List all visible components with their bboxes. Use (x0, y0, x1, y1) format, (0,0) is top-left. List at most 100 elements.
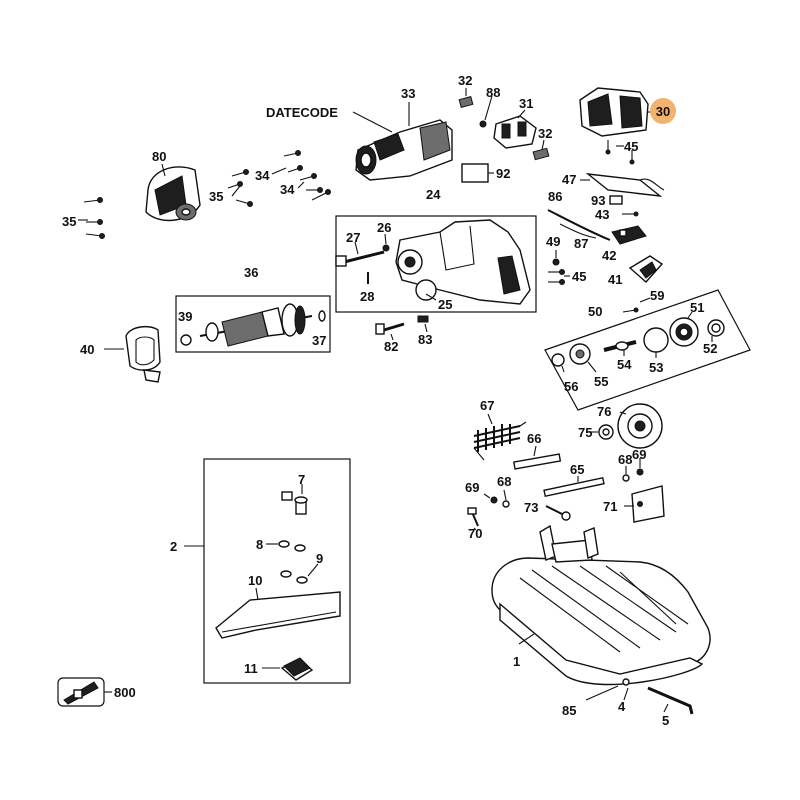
callout-87: 87 (574, 236, 588, 251)
callout-69b: 69 (632, 447, 646, 462)
callout-68b: 68 (618, 452, 632, 467)
label-part-92 (461, 163, 489, 183)
callout-92: 92 (496, 166, 510, 181)
callout-53: 53 (649, 360, 663, 375)
callout-82: 82 (384, 339, 398, 354)
datecode-label: DATECODE (266, 105, 338, 120)
callout-75: 75 (578, 425, 592, 440)
flange-part-76 (617, 403, 663, 449)
callout-93: 93 (591, 193, 605, 208)
callout-33: 33 (401, 86, 415, 101)
rod-part-65 (543, 476, 605, 498)
callout-69a: 69 (465, 480, 479, 495)
callout-26: 26 (377, 220, 391, 235)
callout-73: 73 (524, 500, 538, 515)
callout-37: 37 (312, 333, 326, 348)
gear-housing-part (355, 119, 453, 181)
callout-39: 39 (178, 309, 192, 324)
callout-2: 2 (170, 539, 177, 554)
callout-32b: 32 (538, 126, 552, 141)
group-box-50 (544, 289, 751, 411)
switch-plate-part-47 (585, 173, 663, 197)
spindle-parts (551, 317, 725, 367)
callout-30: 30 (656, 104, 670, 119)
callout-35a: 35 (209, 189, 223, 204)
callout-65: 65 (570, 462, 584, 477)
fence-bracket-part (539, 524, 599, 563)
washer-part-75 (598, 424, 614, 440)
brush-holder-part-31 (493, 115, 537, 149)
nut-part-68b (622, 474, 630, 482)
callout-50: 50 (588, 304, 602, 319)
screw-part-49 (552, 258, 560, 266)
bearing-part-39 (180, 334, 192, 346)
switch-part-93 (609, 195, 623, 205)
fence-bolt-part-7 (281, 491, 308, 515)
callout-67: 67 (480, 398, 494, 413)
callout-4: 4 (618, 699, 626, 714)
nut-part-68a (502, 500, 510, 508)
callout-80: 80 (152, 149, 166, 164)
callout-25: 25 (438, 297, 452, 312)
callout-8: 8 (256, 537, 263, 552)
fence-plate-part-10 (215, 591, 341, 639)
callout-43: 43 (595, 207, 609, 222)
callout-51: 51 (690, 300, 704, 315)
callout-52: 52 (703, 341, 717, 356)
callout-54: 54 (617, 357, 632, 372)
callout-86: 86 (548, 189, 562, 204)
kit-icon-800 (63, 681, 99, 705)
clamp-part-11 (280, 657, 314, 681)
field-stator-part (579, 87, 649, 137)
group-box-36 (175, 295, 331, 353)
screw-part-69b (636, 468, 644, 476)
callout-7: 7 (298, 472, 305, 487)
callout-83: 83 (418, 332, 432, 347)
armature-part (199, 303, 313, 347)
callout-34a: 34 (255, 168, 270, 183)
callout-11: 11 (244, 661, 258, 676)
bolt-part-27 (343, 250, 385, 264)
spring-part-83 (417, 315, 429, 323)
callout-47: 47 (562, 172, 576, 187)
spring-part-88 (479, 120, 487, 128)
callout-40: 40 (80, 342, 94, 357)
screw-part-85 (622, 678, 630, 686)
highlight-badge-30 (650, 98, 676, 124)
callout-49: 49 (546, 234, 560, 249)
bearing-part-37 (318, 310, 326, 322)
pin-part-66 (513, 453, 562, 470)
callout-34b: 34 (280, 182, 295, 197)
group-box-2 (203, 458, 351, 684)
washers-part-9 (280, 570, 308, 584)
callout-27: 27 (346, 230, 360, 245)
callout-56: 56 (564, 379, 578, 394)
callout-42: 42 (602, 248, 616, 263)
callout-5: 5 (662, 713, 669, 728)
callout-71: 71 (603, 499, 617, 514)
callout-24: 24 (426, 187, 441, 202)
brush-part-32a (458, 95, 474, 109)
spindle-lock-part-82 (375, 322, 405, 335)
callout-45a: 45 (624, 139, 638, 154)
callout-66: 66 (527, 431, 541, 446)
wire-part-87 (559, 223, 597, 239)
washers-part-8 (278, 540, 306, 552)
callout-36: 36 (244, 265, 258, 280)
screws-34-35 (83, 150, 331, 239)
screw-part-73 (545, 505, 571, 521)
end-cap-part (145, 166, 201, 222)
hex-wrench-part-5 (647, 686, 694, 715)
callout-35b: 35 (62, 214, 76, 229)
callout-1: 1 (513, 654, 520, 669)
pin-part-26 (382, 244, 390, 252)
brush-part-32b (532, 147, 550, 161)
bracket-part-71 (631, 485, 665, 523)
callout-9: 9 (316, 551, 323, 566)
trigger-part-41 (628, 255, 664, 283)
callout-76: 76 (597, 404, 611, 419)
callout-59: 59 (650, 288, 664, 303)
screw-part-69a (490, 496, 498, 504)
callout-31: 31 (519, 96, 533, 111)
